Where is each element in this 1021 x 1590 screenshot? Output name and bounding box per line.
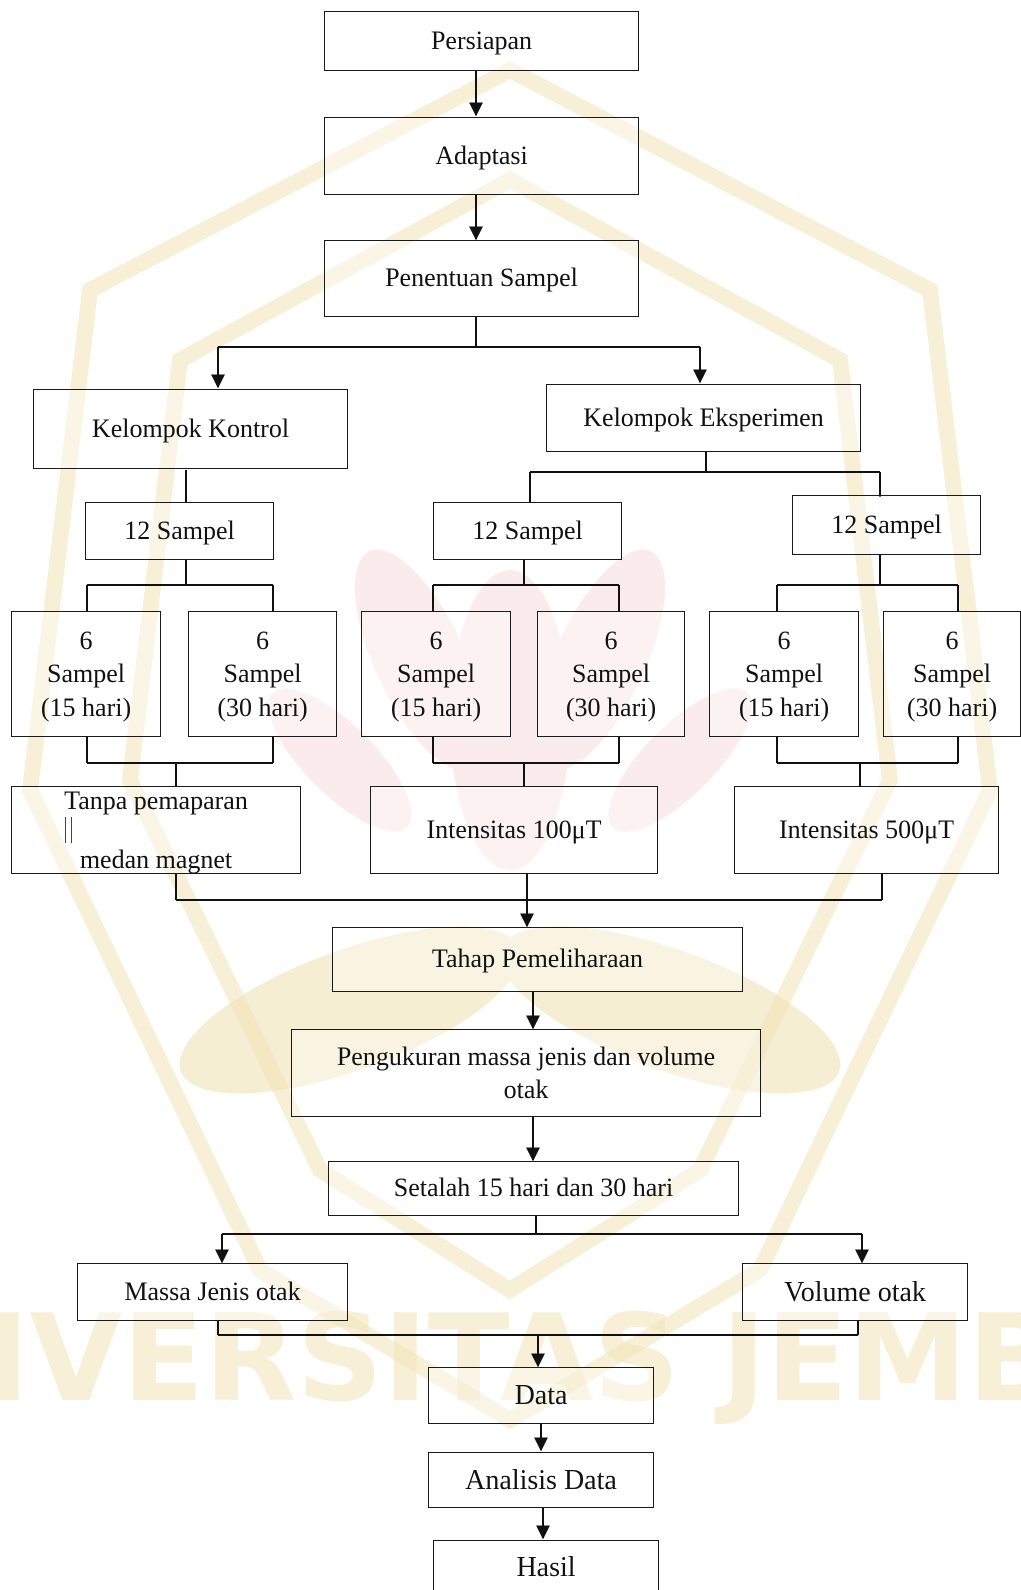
subgroup-count: 6 — [604, 626, 618, 656]
step-analisis-data-label: Analisis Data — [465, 1464, 617, 1496]
subgroup-days: (15 hari) — [40, 692, 132, 722]
step-hasil: Hasil — [433, 1540, 659, 1590]
step-penentuan-sampel: Penentuan Sampel — [324, 240, 639, 317]
subgroup-count: 6 — [429, 626, 443, 656]
treatment-intensitas-500: Intensitas 500μT — [734, 786, 999, 874]
sample-count-eksperimen-500-label: 12 Sampel — [831, 509, 942, 539]
subgroup-kontrol-30: 6 Sampel (30 hari) — [188, 611, 337, 737]
text-cursor-icon — [65, 817, 73, 843]
step-penentuan-sampel-label: Penentuan Sampel — [385, 263, 578, 293]
step-persiapan: Persiapan — [324, 11, 639, 71]
watermark-text: UNIVERSITAS JEMBER — [0, 1290, 1021, 1429]
step-pemeliharaan: Tahap Pemeliharaan — [332, 927, 743, 992]
step-setelah-label: Setalah 15 hari dan 30 hari — [393, 1173, 674, 1203]
step-adaptasi-label: Adaptasi — [435, 140, 528, 170]
result-volume-otak-label: Volume otak — [784, 1276, 926, 1308]
step-pengukuran-line2: otak — [503, 1075, 549, 1104]
step-data-label: Data — [514, 1380, 568, 1411]
sample-count-kontrol: 12 Sampel — [85, 502, 274, 560]
result-massa-jenis: Massa Jenis otak — [77, 1263, 348, 1321]
result-volume-otak: Volume otak — [742, 1263, 968, 1321]
treatment-tanpa-line2: medan magnet — [79, 845, 233, 874]
treatment-tanpa-line1: Tanpa pemaparan — [64, 784, 248, 843]
subgroup-label: Sampel — [572, 659, 650, 689]
subgroup-kontrol-15: 6 Sampel (15 hari) — [11, 611, 161, 737]
result-massa-jenis-label: Massa Jenis otak — [124, 1276, 301, 1306]
treatment-tanpa-line1-text: Tanpa pemaparan — [64, 785, 248, 815]
subgroup-count: 6 — [256, 626, 269, 656]
subgroup-500-15: 6 Sampel (15 hari) — [709, 611, 859, 737]
step-pengukuran-line1: Pengukuran massa jenis dan volume — [336, 1041, 716, 1071]
subgroup-label: Sampel — [913, 659, 991, 689]
group-kontrol: Kelompok Kontrol — [33, 389, 348, 469]
treatment-intensitas-500-label: Intensitas 500μT — [779, 814, 954, 844]
step-data: Data — [428, 1367, 654, 1424]
subgroup-100-15: 6 Sampel (15 hari) — [361, 611, 511, 737]
sample-count-eksperimen-100: 12 Sampel — [433, 502, 622, 560]
subgroup-days: (30 hari) — [565, 692, 657, 722]
subgroup-days: (15 hari) — [738, 692, 830, 722]
step-persiapan-label: Persiapan — [430, 25, 533, 55]
group-eksperimen: Kelompok Eksperimen — [546, 384, 861, 452]
subgroup-500-30: 6 Sampel (30 hari) — [883, 611, 1021, 737]
subgroup-days: (30 hari) — [217, 692, 308, 722]
subgroup-label: Sampel — [745, 659, 823, 689]
step-adaptasi: Adaptasi — [324, 117, 639, 195]
subgroup-count: 6 — [777, 626, 791, 656]
step-setelah: Setalah 15 hari dan 30 hari — [328, 1161, 739, 1216]
subgroup-count: 6 — [945, 626, 959, 656]
step-pengukuran: Pengukuran massa jenis dan volume otak — [291, 1029, 761, 1117]
sample-count-kontrol-label: 12 Sampel — [124, 515, 235, 545]
treatment-intensitas-100: Intensitas 100μT — [370, 786, 658, 874]
step-analisis-data: Analisis Data — [428, 1452, 654, 1508]
subgroup-days: (30 hari) — [906, 692, 998, 722]
subgroup-label: Sampel — [397, 659, 475, 689]
subgroup-count: 6 — [79, 626, 93, 656]
sample-count-eksperimen-100-label: 12 Sampel — [472, 515, 583, 545]
treatment-intensitas-100-label: Intensitas 100μT — [426, 814, 602, 844]
step-pemeliharaan-label: Tahap Pemeliharaan — [431, 944, 644, 974]
group-eksperimen-label: Kelompok Eksperimen — [583, 402, 824, 432]
subgroup-label: Sampel — [223, 659, 302, 689]
subgroup-100-30: 6 Sampel (30 hari) — [537, 611, 685, 737]
group-kontrol-label: Kelompok Kontrol — [91, 413, 290, 443]
sample-count-eksperimen-500: 12 Sampel — [792, 495, 981, 555]
step-hasil-label: Hasil — [516, 1552, 576, 1583]
subgroup-label: Sampel — [47, 659, 125, 689]
treatment-tanpa-pemaparan: Tanpa pemaparan medan magnet — [11, 786, 301, 874]
subgroup-days: (15 hari) — [390, 692, 482, 722]
